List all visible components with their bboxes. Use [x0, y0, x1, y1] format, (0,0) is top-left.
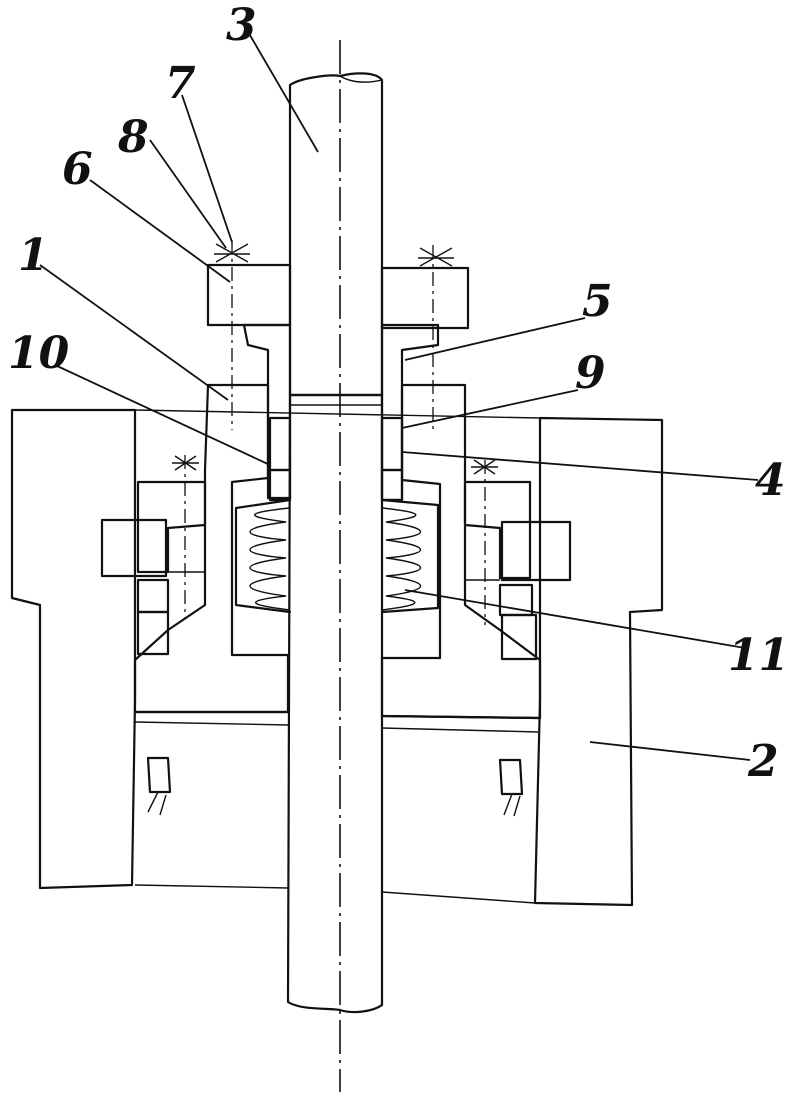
stem-part-3: [286, 72, 384, 1014]
bolt-ends: [172, 243, 498, 475]
part-labels: 3 7 8 6 1 10 5 9 4 11 2: [8, 0, 789, 787]
label-1: 1: [18, 230, 49, 281]
label-5: 5: [582, 276, 613, 327]
label-2: 2: [747, 736, 779, 787]
label-6: 6: [62, 144, 93, 195]
centerlines: [184, 40, 486, 1092]
label-9: 9: [575, 348, 606, 399]
bushing-part-1: [133, 383, 542, 720]
clamp-ring-right: [463, 480, 572, 661]
lower-chamber: [133, 710, 542, 817]
flange-part-6: [206, 263, 470, 330]
label-3: 3: [226, 0, 257, 51]
label-11: 11: [728, 630, 789, 681]
label-10: 10: [8, 328, 70, 379]
spring-part-11: [234, 498, 440, 614]
label-7: 7: [165, 58, 196, 109]
housing-part-2: [10, 408, 664, 907]
clamp-ring-left: [100, 480, 207, 656]
label-8: 8: [117, 112, 149, 163]
label-4: 4: [755, 455, 786, 506]
leader-lines: [39, 29, 759, 761]
